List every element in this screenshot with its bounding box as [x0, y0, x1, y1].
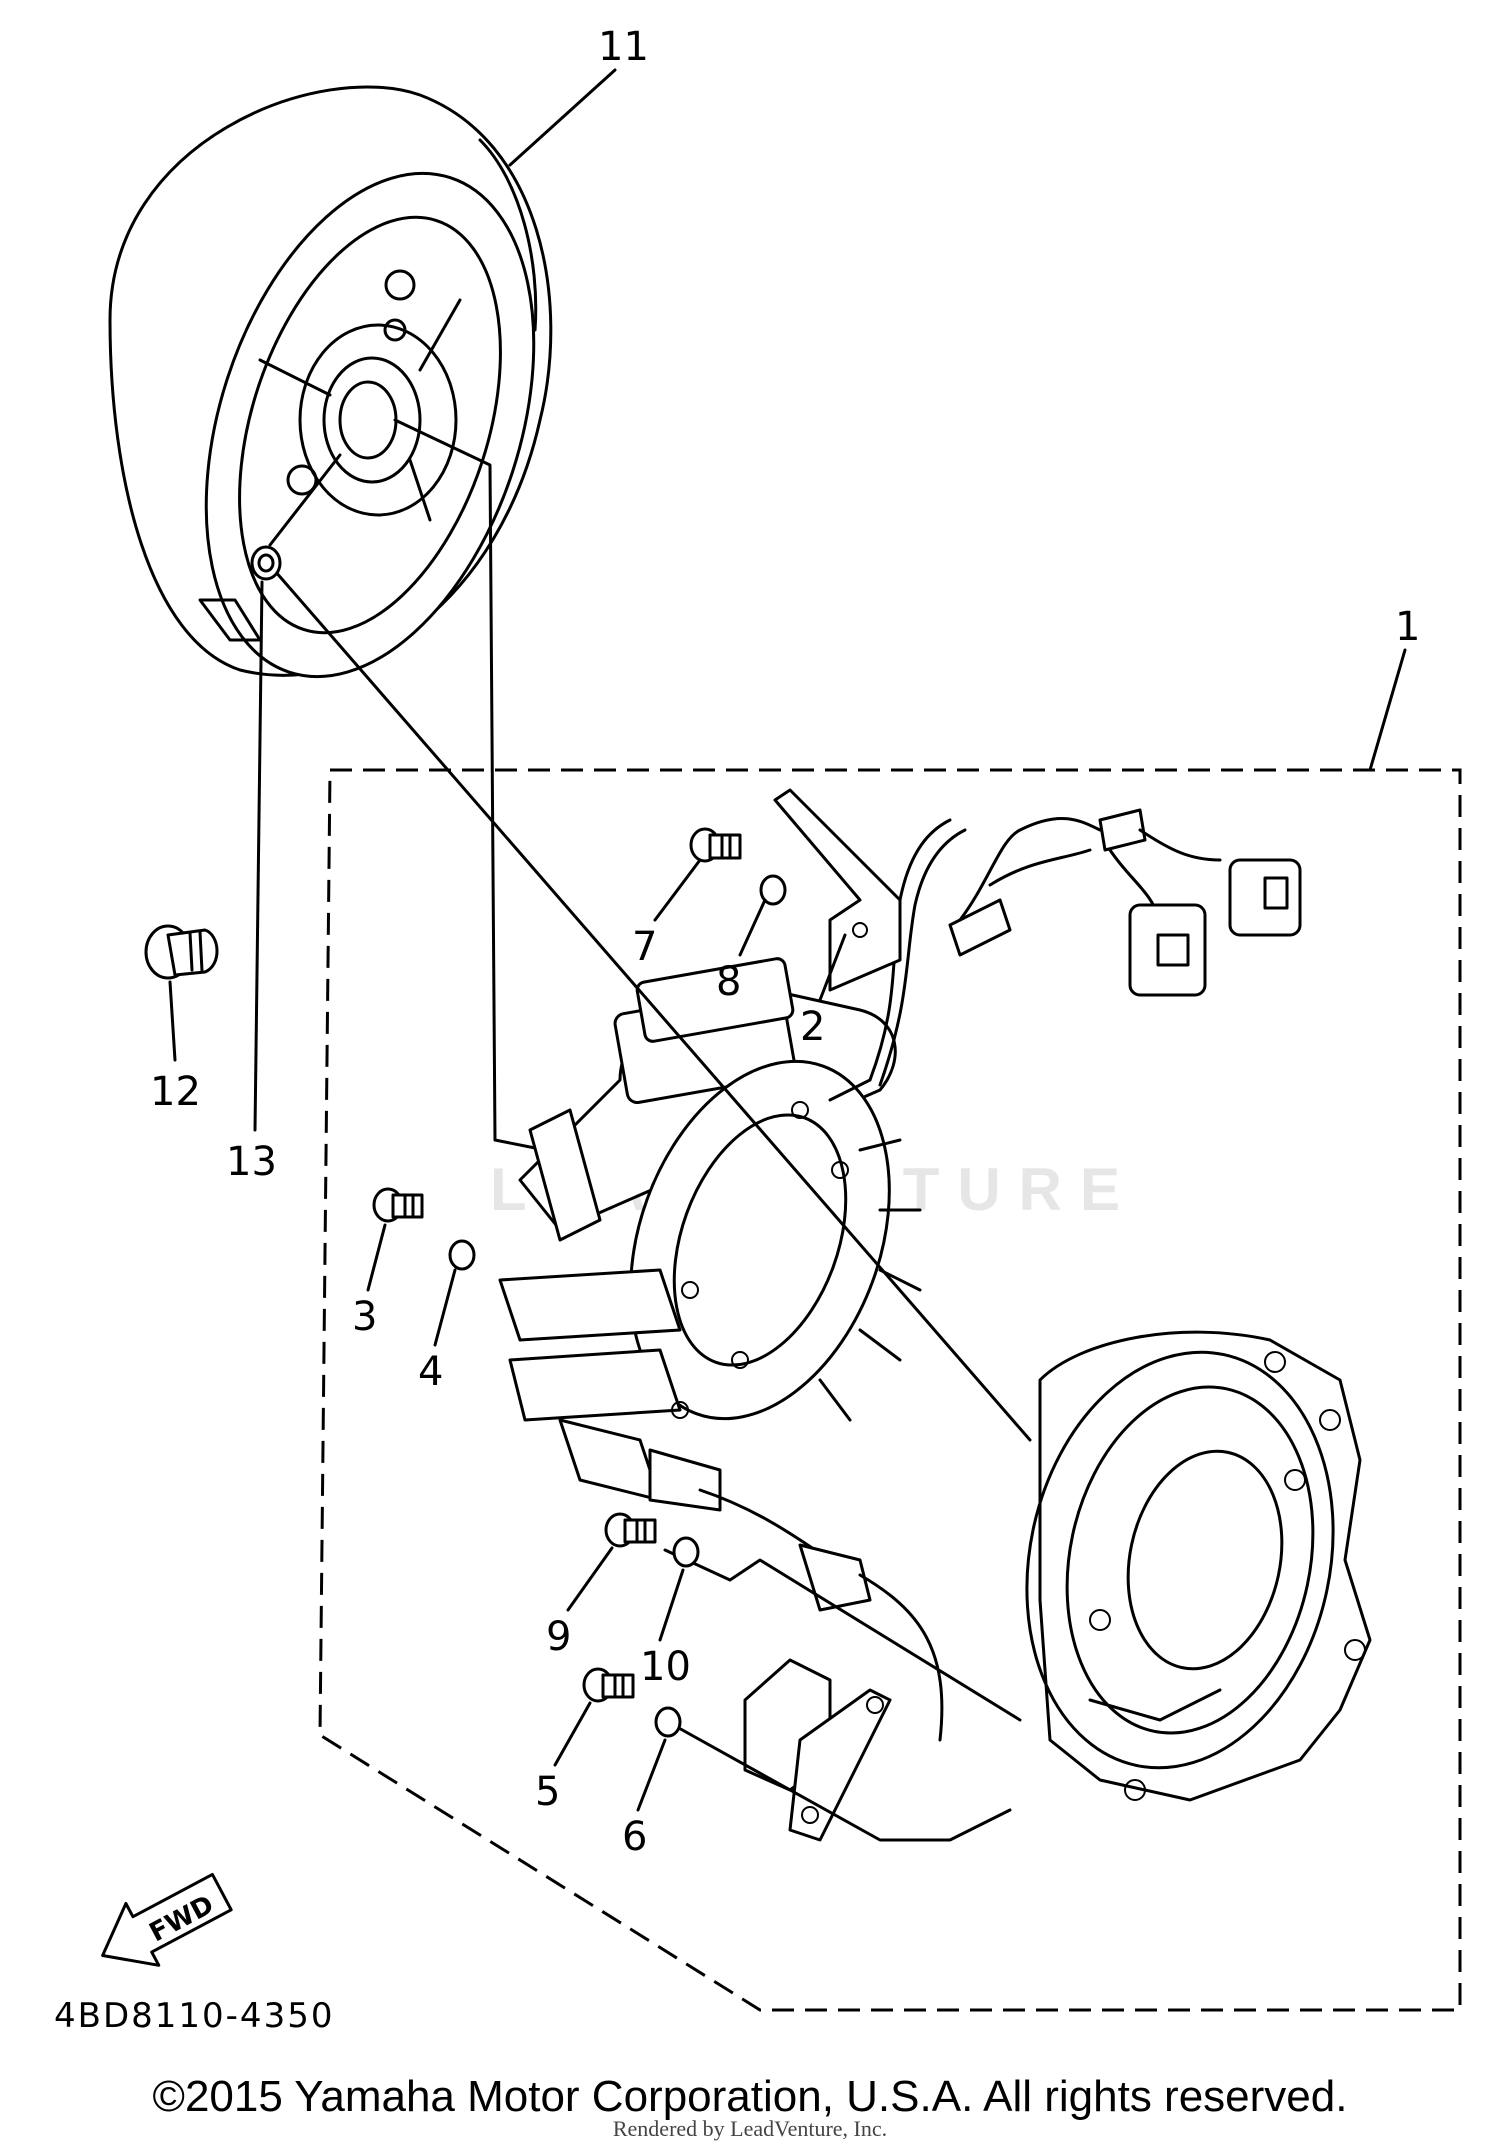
washer-13	[250, 545, 282, 581]
rendered-by-notice: Rendered by LeadVenture, Inc.	[612, 2116, 888, 2141]
callout-4: 4	[418, 1349, 443, 1395]
callout-7: 7	[632, 924, 657, 970]
callout-2: 2	[800, 1004, 825, 1050]
diagram-code: 4BD8110-4350	[54, 1996, 335, 2036]
callout-5: 5	[535, 1769, 560, 1815]
fwd-arrow-icon: FWD	[101, 1872, 233, 1967]
callout-10: 10	[640, 1644, 691, 1690]
callout-8: 8	[716, 959, 741, 1005]
wire-bracket	[773, 788, 902, 992]
washer-4	[448, 1239, 476, 1271]
rotor-flywheel	[108, 85, 553, 679]
screw-5	[582, 1667, 635, 1703]
callout-11: 11	[598, 24, 649, 70]
pickup-coil	[698, 1488, 944, 1842]
wire-harness	[868, 808, 1302, 1087]
copyright-notice: ©2015 Yamaha Motor Corporation, U.S.A. A…	[152, 2072, 1348, 2121]
screw-7	[689, 827, 742, 863]
callout-13: 13	[226, 1139, 277, 1185]
callout-1: 1	[1395, 604, 1420, 650]
screw-9	[604, 1512, 657, 1548]
assembly-boundary	[318, 768, 1462, 2012]
washer-10	[672, 1536, 700, 1568]
callout-12: 12	[150, 1069, 201, 1115]
washer-8	[759, 874, 787, 906]
callout-3: 3	[352, 1294, 377, 1340]
washer-6	[654, 1706, 682, 1738]
callout-6: 6	[622, 1814, 647, 1860]
callout-9: 9	[546, 1614, 571, 1660]
stator-coil	[498, 957, 922, 1512]
screw-3	[372, 1187, 424, 1223]
bolt-12	[144, 924, 219, 980]
stator-cover	[1025, 1330, 1372, 1802]
